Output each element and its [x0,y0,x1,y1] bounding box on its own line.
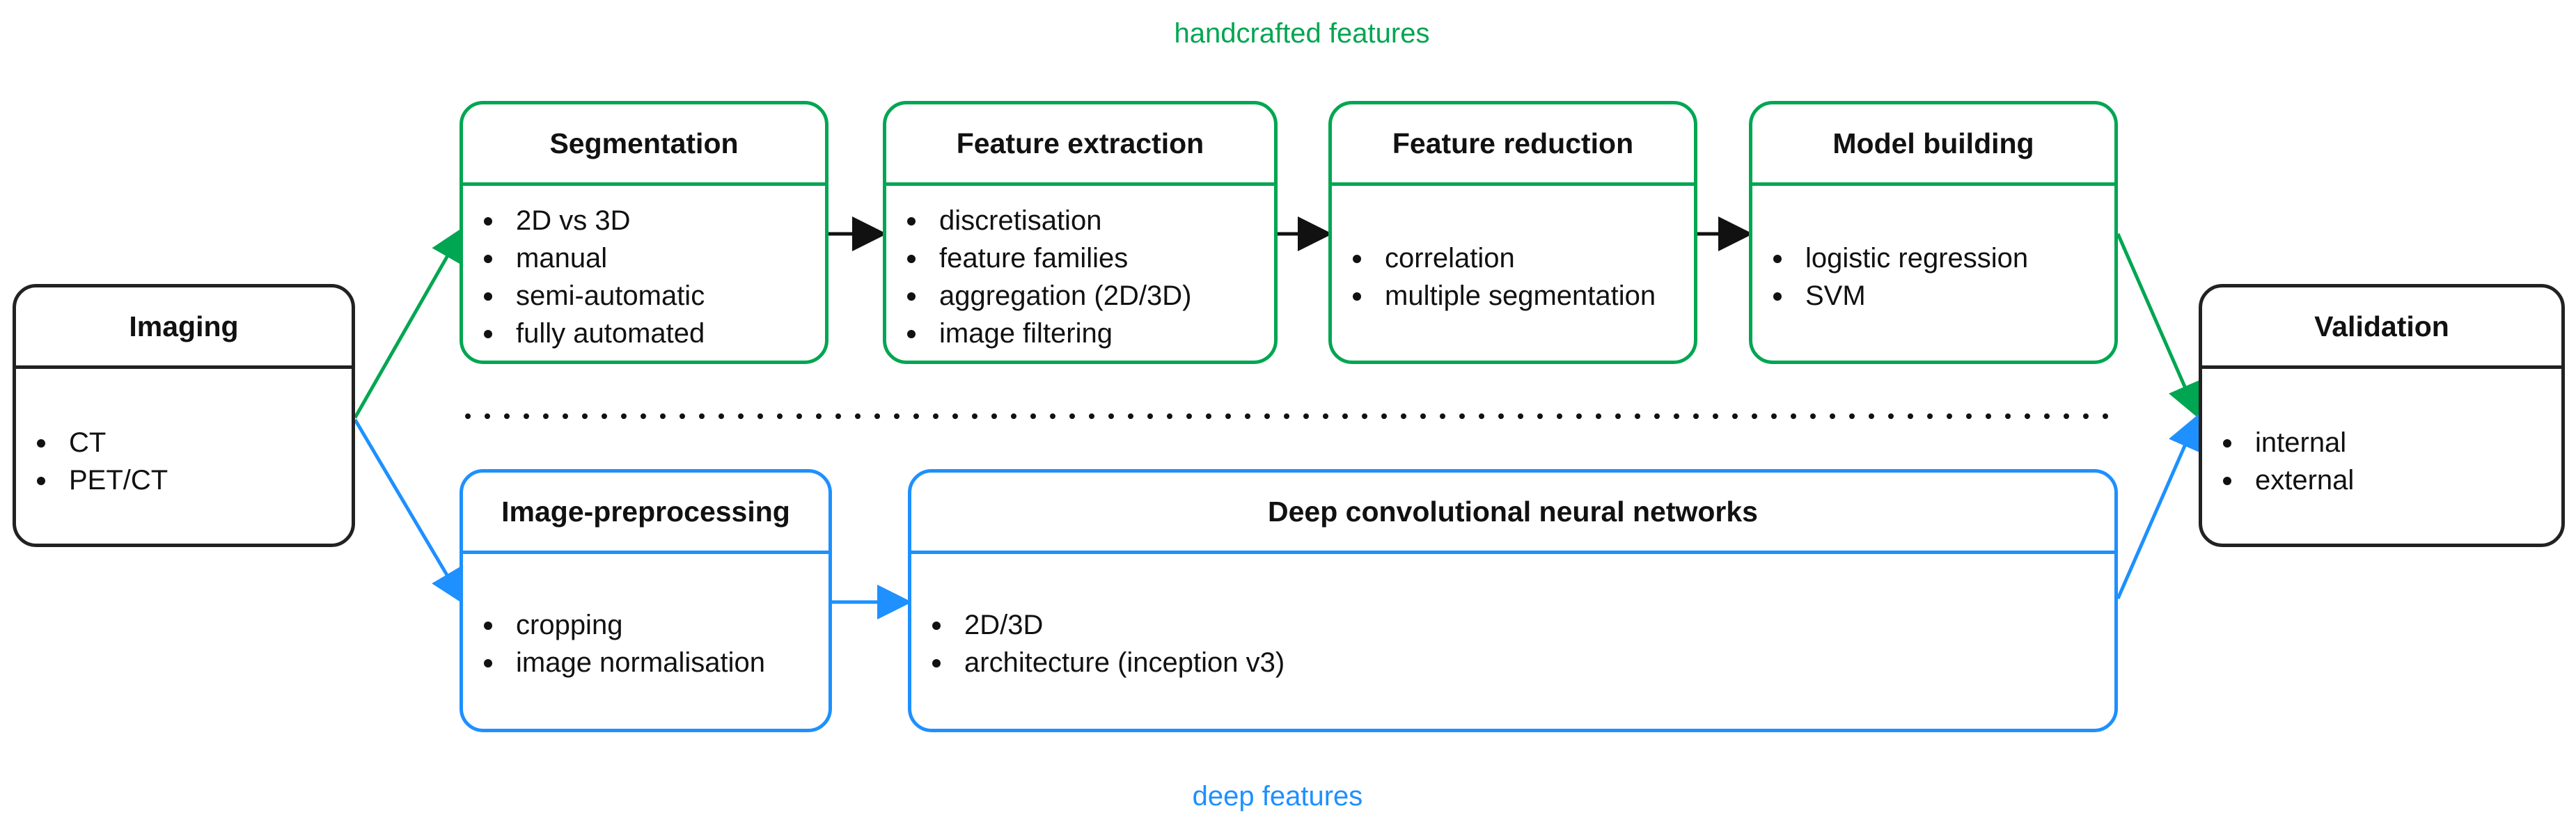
model-building-list: logistic regression SVM [1769,239,2107,315]
imaging-item: CT [33,424,345,461]
validation-box: Validation internal external [2199,284,2565,547]
image-preprocessing-item: image normalisation [480,644,822,681]
model-building-item: logistic regression [1769,239,2107,277]
deep-cnn-list: 2D/3D architecture (inception v3) [928,606,2107,681]
image-preprocessing-item: cropping [480,606,822,644]
validation-item: external [2219,461,2554,499]
segmentation-item: 2D vs 3D [480,202,818,239]
deep-cnn-divider [911,551,2114,554]
arrow-model-to-validation [2116,232,2201,419]
segmentation-divider [463,182,825,186]
feature-extraction-title: Feature extraction [956,127,1204,159]
feature-extraction-item: image filtering [903,315,1267,352]
handcrafted-features-label: handcrafted features [1174,18,1430,49]
arrow-imaging-to-preprocessing [353,418,465,605]
image-preprocessing-title: Image-preprocessing [501,495,790,528]
deep-cnn-box: Deep convolutional neural networks 2D/3D… [908,469,2118,732]
validation-title: Validation [2314,310,2449,342]
deep-features-label: deep features [1192,781,1363,812]
arrow-cnn-to-validation [2116,413,2201,600]
validation-divider [2202,365,2561,369]
feature-reduction-title: Feature reduction [1392,127,1634,159]
imaging-title: Imaging [129,310,239,342]
feature-extraction-box: Feature extraction discretisation featur… [883,101,1278,364]
feature-extraction-item: feature families [903,239,1267,277]
imaging-box: Imaging CT PET/CT [13,284,355,547]
deep-cnn-title: Deep convolutional neural networks [1268,495,1758,528]
image-preprocessing-box: Image-preprocessing cropping image norma… [460,469,832,732]
validation-list: internal external [2219,424,2554,499]
imaging-list: CT PET/CT [33,424,345,499]
validation-item: internal [2219,424,2554,461]
segmentation-item: fully automated [480,315,818,352]
feature-extraction-item: discretisation [903,202,1267,239]
feature-extraction-list: discretisation feature families aggregat… [903,202,1267,352]
feature-extraction-divider [886,182,1274,186]
imaging-item: PET/CT [33,461,345,499]
image-preprocessing-divider [463,551,828,554]
arrow-imaging-to-segmentation [353,226,464,419]
feature-reduction-item: multiple segmentation [1349,277,1687,315]
segmentation-list: 2D vs 3D manual semi-automatic fully aut… [480,202,818,352]
segmentation-item: manual [480,239,818,277]
model-building-box: Model building logistic regression SVM [1749,101,2118,364]
deep-cnn-item: architecture (inception v3) [928,644,2107,681]
feature-reduction-item: correlation [1349,239,1687,277]
model-building-item: SVM [1769,277,2107,315]
imaging-divider [16,365,352,369]
feature-extraction-item: aggregation (2D/3D) [903,277,1267,315]
image-preprocessing-list: cropping image normalisation [480,606,822,681]
model-building-title: Model building [1832,127,2034,159]
model-building-divider [1752,182,2114,186]
feature-reduction-list: correlation multiple segmentation [1349,239,1687,315]
feature-reduction-divider [1332,182,1694,186]
deep-cnn-item: 2D/3D [928,606,2107,644]
feature-reduction-box: Feature reduction correlation multiple s… [1328,101,1697,364]
segmentation-title: Segmentation [549,127,739,159]
segmentation-item: semi-automatic [480,277,818,315]
segmentation-box: Segmentation 2D vs 3D manual semi-automa… [460,101,828,364]
